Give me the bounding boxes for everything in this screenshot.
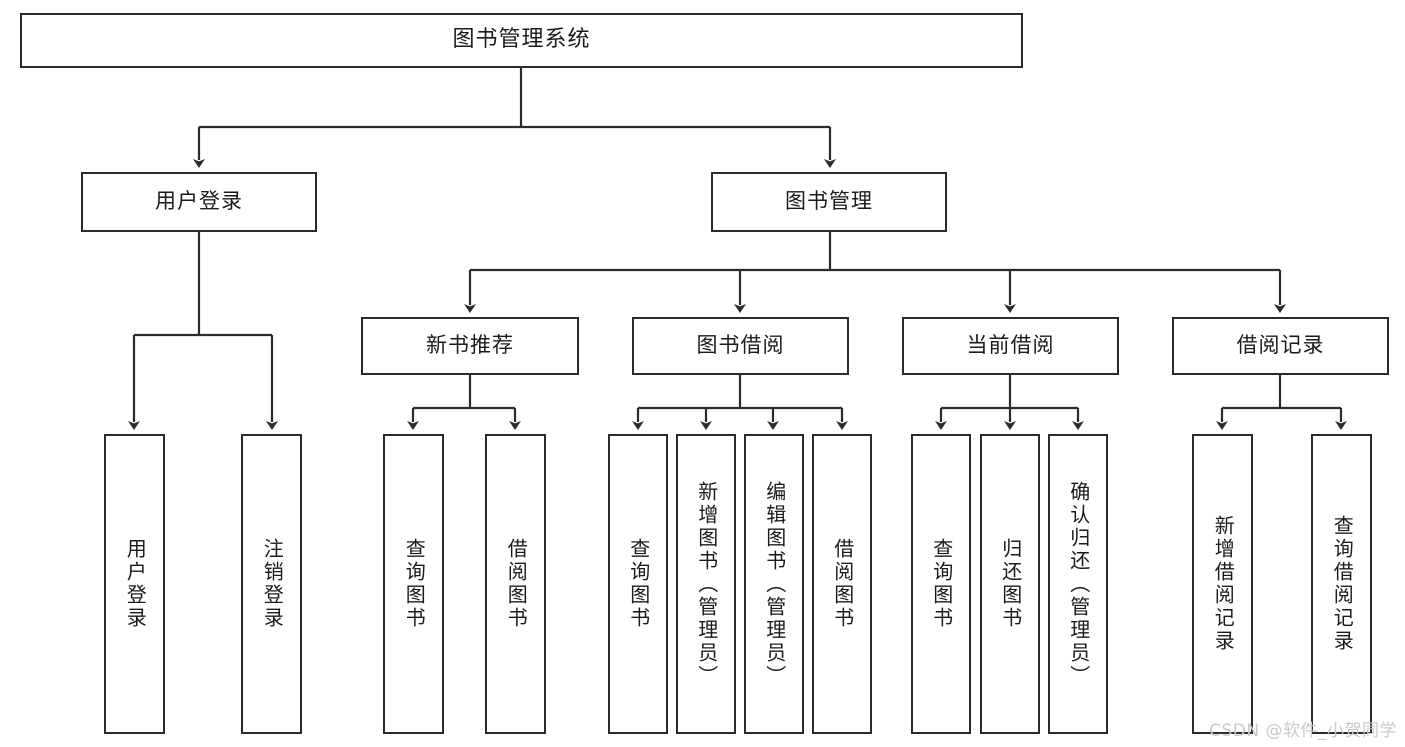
node-label: 新增借阅记录	[1211, 515, 1236, 653]
node-current-borrow[interactable]: 当前借阅	[902, 317, 1119, 375]
node-label: 借阅图书	[504, 538, 529, 630]
leaf-book-borrow-edit-book-admin[interactable]: 编辑图书（管理员）	[744, 434, 804, 734]
node-label: 借阅记录	[1236, 333, 1325, 358]
leaf-current-borrow-return-book[interactable]: 归还图书	[980, 434, 1040, 734]
node-label: 图书管理	[785, 189, 873, 214]
node-book-management[interactable]: 图书管理	[711, 172, 947, 232]
leaf-new-book-borrow-book[interactable]: 借阅图书	[485, 434, 546, 734]
node-root-book-management-system[interactable]: 图书管理系统	[20, 13, 1023, 68]
node-label: 确认归还（管理员）	[1066, 480, 1091, 688]
node-label: 用户登录	[123, 538, 148, 630]
leaf-book-borrow-add-book-admin[interactable]: 新增图书（管理员）	[676, 434, 736, 734]
leaf-current-borrow-query-book[interactable]: 查询图书	[911, 434, 971, 734]
node-label: 查询图书	[929, 538, 954, 630]
node-label: 新书推荐	[426, 333, 514, 358]
leaf-new-book-query-book[interactable]: 查询图书	[383, 434, 444, 734]
node-label: 查询图书	[626, 538, 651, 630]
leaf-borrow-record-query-record[interactable]: 查询借阅记录	[1311, 434, 1372, 734]
node-user-login[interactable]: 用户登录	[81, 172, 317, 232]
node-label: 借阅图书	[830, 538, 855, 630]
leaf-user-login-login[interactable]: 用户登录	[104, 434, 165, 734]
node-label: 编辑图书（管理员）	[762, 480, 787, 688]
leaf-book-borrow-query-book[interactable]: 查询图书	[608, 434, 668, 734]
node-label: 当前借阅	[966, 333, 1055, 358]
node-label: 新增图书（管理员）	[694, 480, 719, 688]
leaf-borrow-record-add-record[interactable]: 新增借阅记录	[1192, 434, 1253, 734]
node-label: 用户登录	[155, 189, 243, 214]
node-label: 注销登录	[260, 538, 285, 630]
node-new-book-recommend[interactable]: 新书推荐	[361, 317, 579, 375]
node-label: 查询借阅记录	[1330, 515, 1355, 653]
leaf-current-borrow-confirm-return-admin[interactable]: 确认归还（管理员）	[1048, 434, 1108, 734]
node-label: 图书管理系统	[452, 27, 591, 53]
leaf-user-login-logout[interactable]: 注销登录	[241, 434, 302, 734]
node-borrow-record[interactable]: 借阅记录	[1172, 317, 1389, 375]
node-book-borrow[interactable]: 图书借阅	[632, 317, 849, 375]
node-label: 查询图书	[402, 538, 427, 630]
leaf-book-borrow-borrow-book[interactable]: 借阅图书	[812, 434, 872, 734]
node-label: 图书借阅	[696, 333, 785, 358]
node-label: 归还图书	[998, 538, 1023, 630]
